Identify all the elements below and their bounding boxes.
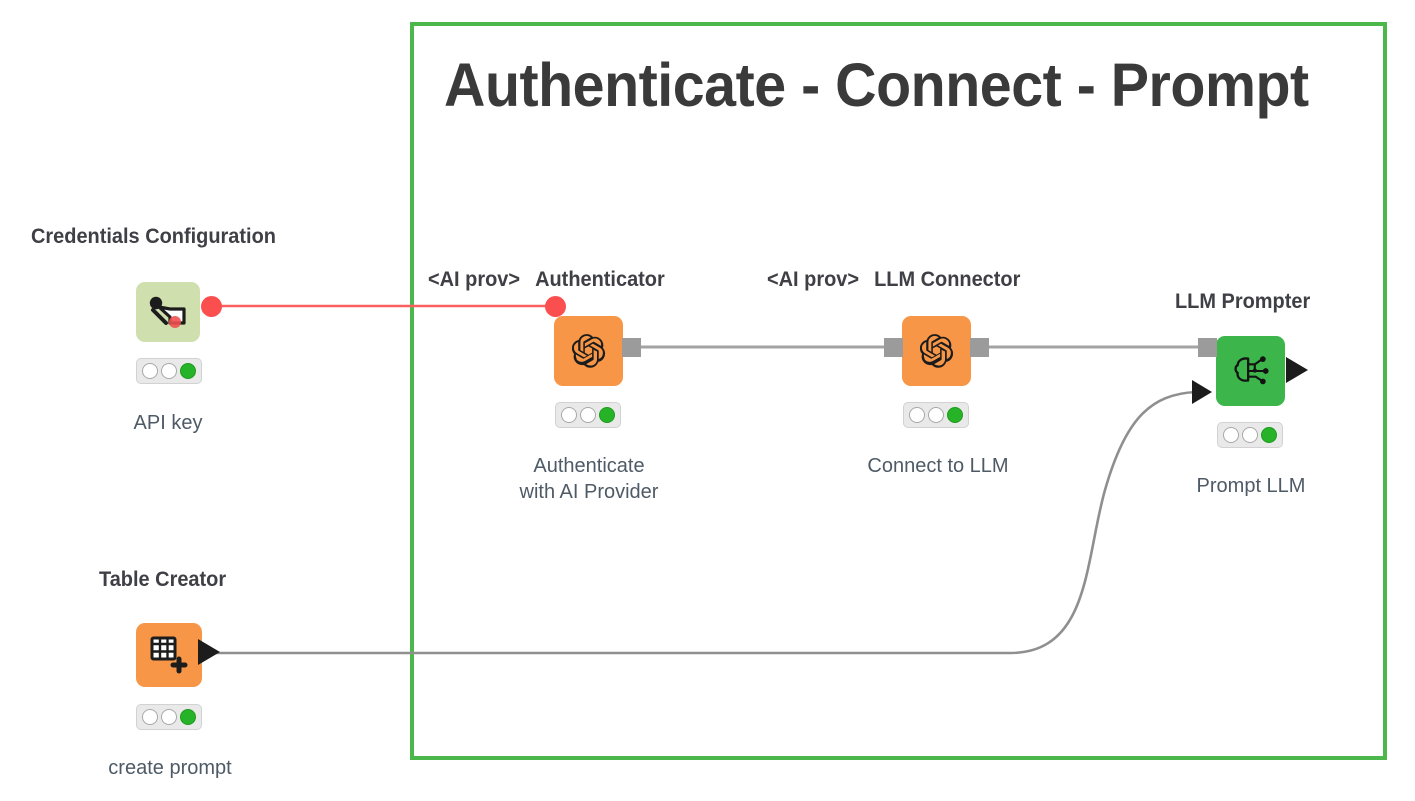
node-caption-llm-connector: Connect to LLM (867, 455, 1009, 477)
status-traffic-light-credentials (136, 358, 202, 384)
key-plug-icon (149, 296, 186, 328)
node-caption-llm-prompter: Prompt LLM (1196, 475, 1306, 497)
status-led-green (180, 709, 197, 725)
table-plus-icon (150, 636, 188, 674)
node-box-authenticator[interactable] (554, 316, 623, 386)
port-model-input-llm-prompter[interactable] (1198, 338, 1217, 357)
status-traffic-light-llm-prompter (1217, 422, 1283, 448)
status-led-red (1222, 427, 1239, 443)
node-box-llm-prompter[interactable] (1216, 336, 1285, 406)
status-led-yellow (160, 363, 177, 379)
port-credential-input-authenticator[interactable] (545, 296, 566, 317)
port-model-output-llm-connector[interactable] (970, 338, 989, 357)
port-data-input-llm-prompter[interactable] (1190, 378, 1220, 408)
node-heading-llm-connector: <AI prov> LLM Connector (767, 268, 1020, 292)
status-led-yellow (1241, 427, 1258, 443)
node-heading-credentials-configuration: Credentials Configuration (31, 225, 276, 248)
status-led-red (560, 407, 577, 423)
node-box-table-creator[interactable] (136, 623, 202, 687)
status-led-green (180, 363, 197, 379)
openai-logo-icon (571, 334, 605, 368)
node-heading-table-creator: Table Creator (99, 568, 227, 591)
status-traffic-light-authenticator (555, 402, 621, 428)
node-caption-credentials-configuration: API key (133, 412, 203, 434)
node-heading-label-authenticator: Authenticator (535, 268, 665, 291)
status-led-red (141, 709, 158, 725)
status-traffic-light-table-creator (136, 704, 202, 730)
port-data-output-llm-prompter[interactable] (1284, 356, 1316, 386)
status-led-green (1261, 427, 1278, 443)
brain-circuit-icon (1233, 356, 1269, 385)
node-heading-authenticator: <AI prov> Authenticator (428, 268, 665, 292)
node-caption-authenticator: Authenticate with AI Provider (519, 455, 659, 503)
node-provider-tag-authenticator: <AI prov> (428, 268, 521, 291)
status-led-red (141, 363, 158, 379)
port-credential-output[interactable] (201, 296, 222, 317)
node-box-credentials-configuration[interactable] (136, 282, 200, 342)
status-led-red (908, 407, 925, 423)
port-model-input-llm-connector[interactable] (884, 338, 903, 357)
port-model-output-authenticator[interactable] (622, 338, 641, 357)
node-heading-label-llm-connector: LLM Connector (874, 268, 1021, 291)
node-caption-table-creator: create prompt (108, 757, 232, 779)
node-provider-tag-llm-connector: <AI prov> (767, 268, 860, 291)
status-led-yellow (927, 407, 944, 423)
status-led-yellow (579, 407, 596, 423)
page-title: Authenticate - Connect - Prompt (444, 51, 1309, 119)
status-led-green (947, 407, 964, 423)
openai-logo-icon (919, 334, 953, 368)
node-heading-llm-prompter: LLM Prompter (1175, 290, 1311, 313)
status-traffic-light-llm-connector (903, 402, 969, 428)
status-led-green (599, 407, 616, 423)
port-data-output-table-creator[interactable] (196, 638, 228, 668)
status-led-yellow (160, 709, 177, 725)
node-box-llm-connector[interactable] (902, 316, 971, 386)
